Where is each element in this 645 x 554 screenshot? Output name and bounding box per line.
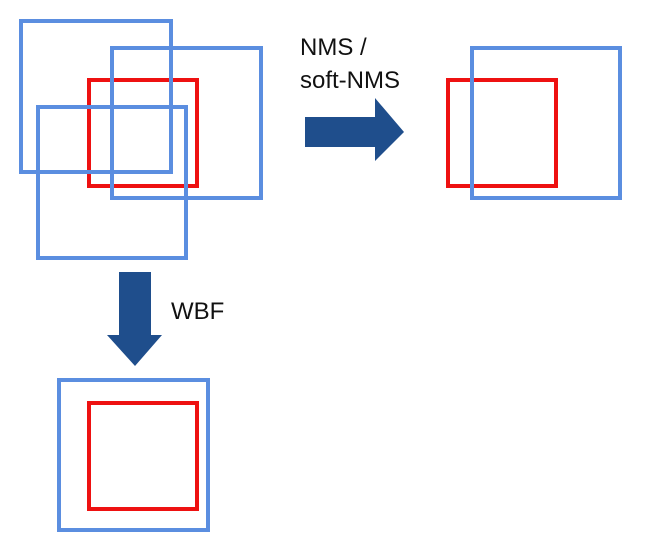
nms-result-group [446, 46, 622, 200]
right-arrow-icon [305, 98, 404, 161]
nms-prediction-box [470, 46, 622, 200]
nms-ground-truth-box [446, 78, 558, 188]
nms-label-line2: soft-NMS [300, 67, 400, 94]
wbf-result-group [57, 378, 210, 532]
wbf-ground-truth-box [87, 401, 199, 511]
wbf-prediction-box [57, 378, 210, 532]
input-group [19, 19, 263, 260]
wbf-label: WBF [171, 298, 224, 325]
input-ground-truth-box [87, 78, 199, 188]
input-prediction-box-3 [36, 105, 188, 260]
nms-label-line1: NMS / [300, 34, 367, 61]
input-prediction-box-1 [19, 19, 173, 174]
down-arrow-icon [107, 272, 162, 366]
